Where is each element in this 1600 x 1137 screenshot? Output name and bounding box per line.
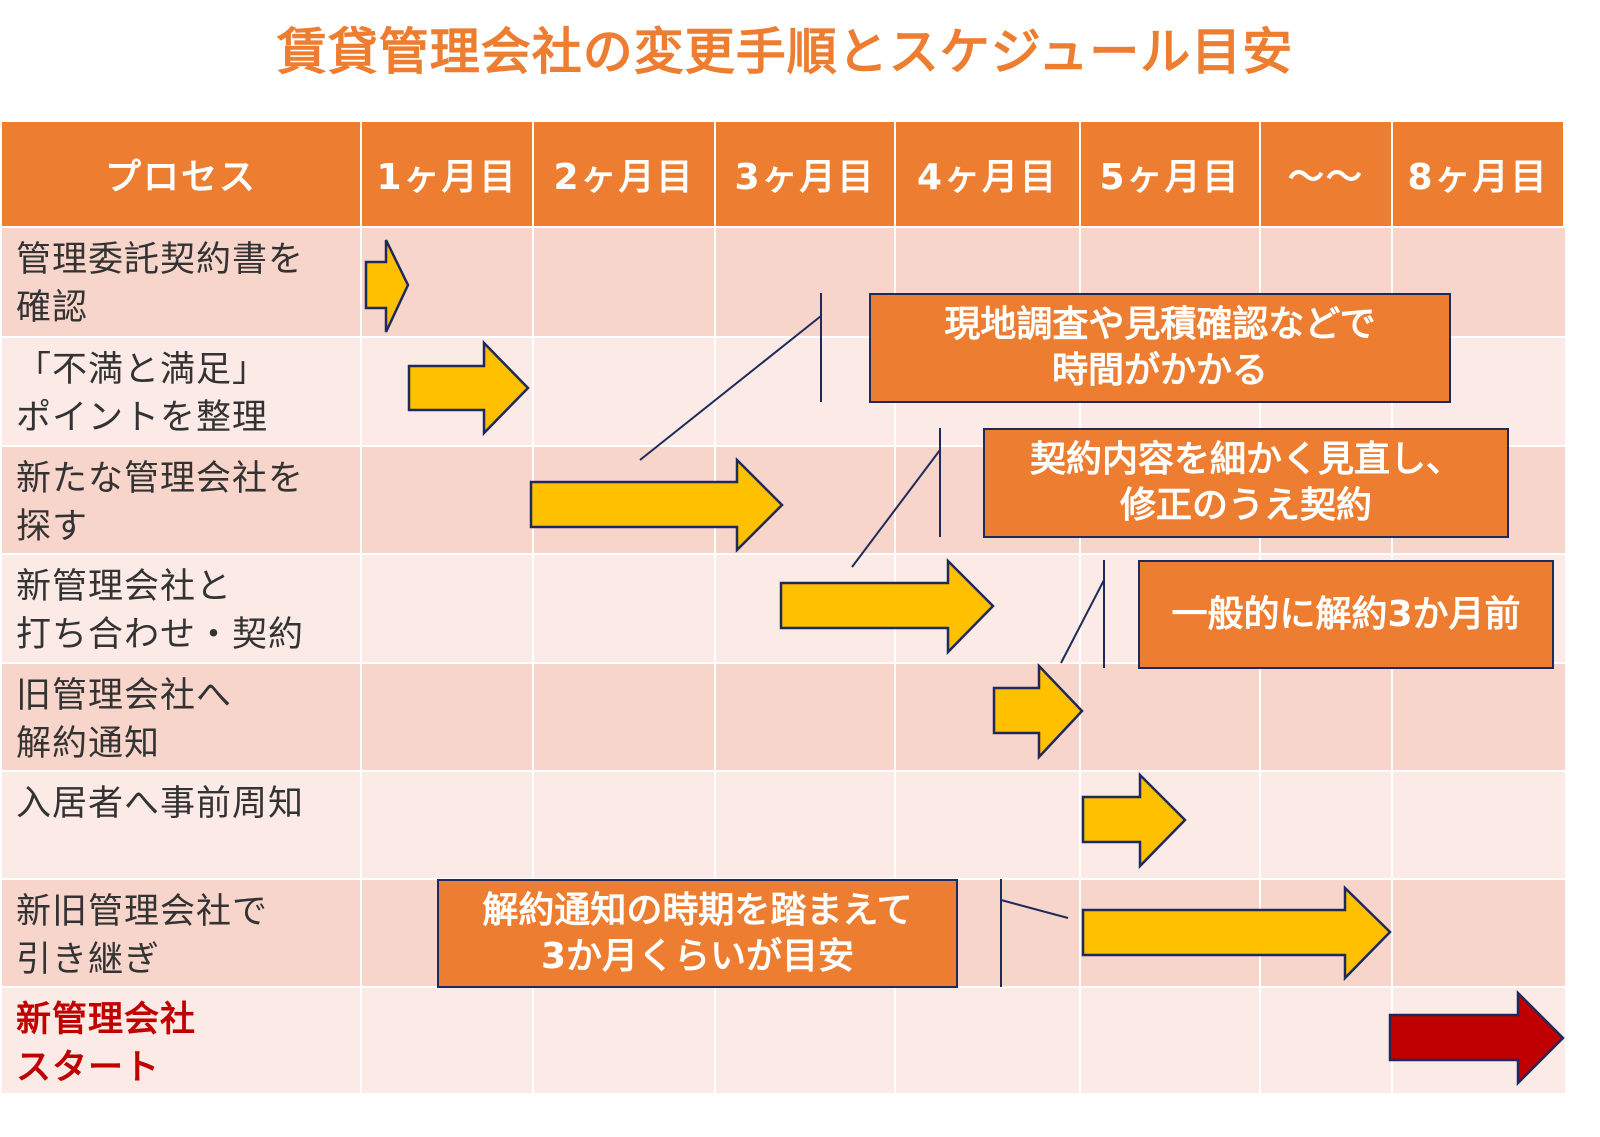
- callout-leader: [851, 449, 941, 568]
- process-label: 入居者へ事前周知: [16, 784, 305, 824]
- process-row: 入居者へ事前周知: [2, 772, 1565, 878]
- header-month-2: 2ヶ月目: [534, 122, 714, 226]
- column-divider: [1079, 664, 1081, 770]
- header-month-4: 4ヶ月目: [896, 122, 1079, 226]
- header-month-5: 5ヶ月目: [1081, 122, 1259, 226]
- column-divider: [1079, 880, 1081, 986]
- column-divider: [1259, 772, 1261, 878]
- column-divider: [1391, 664, 1393, 770]
- column-divider: [360, 338, 362, 445]
- diagram-title: 賃貸管理会社の変更手順とスケジュール目安: [276, 23, 1294, 81]
- arrow-cancel-notice: [992, 662, 1084, 761]
- column-divider: [1259, 988, 1261, 1093]
- callout-handover-period: 解約通知の時期を踏まえて 3か月くらいが目安: [437, 879, 958, 988]
- callout-leader: [639, 315, 822, 461]
- column-divider: [894, 228, 896, 336]
- column-divider: [360, 447, 362, 553]
- arrow-organize-points: [407, 339, 530, 437]
- arrow-tenant-notice: [1081, 771, 1187, 870]
- process-label: 管理委託契約書を 確認: [16, 240, 305, 328]
- process-label: 旧管理会社へ 解約通知: [16, 676, 233, 764]
- column-divider: [532, 555, 534, 662]
- column-divider: [1259, 228, 1261, 336]
- column-divider: [360, 988, 362, 1093]
- column-divider: [1079, 228, 1081, 336]
- column-divider: [360, 880, 362, 986]
- column-divider: [1391, 228, 1393, 336]
- process-row: 旧管理会社へ 解約通知: [2, 664, 1565, 770]
- column-divider: [714, 772, 716, 878]
- header-month-1: 1ヶ月目: [362, 122, 532, 226]
- column-divider: [714, 338, 716, 445]
- process-label: 新旧管理会社で 引き継ぎ: [16, 892, 269, 980]
- process-label: 新管理会社 スタート: [16, 1000, 197, 1088]
- column-divider: [1079, 988, 1081, 1093]
- arrow-confirm-contract: [364, 239, 410, 333]
- process-label: 新たな管理会社を 探す: [16, 459, 305, 547]
- column-divider: [532, 228, 534, 336]
- column-divider: [532, 772, 534, 878]
- column-divider: [360, 228, 362, 336]
- column-divider: [360, 664, 362, 770]
- column-divider: [1079, 772, 1081, 878]
- callout-site-survey: 現地調査や見積確認などで 時間がかかる: [869, 293, 1451, 403]
- column-divider: [894, 988, 896, 1093]
- column-divider: [532, 988, 534, 1093]
- column-divider: [714, 228, 716, 336]
- header-month-7: 8ヶ月目: [1393, 122, 1563, 226]
- process-row: 新管理会社 スタート: [2, 988, 1565, 1093]
- column-divider: [714, 555, 716, 662]
- column-divider: [894, 447, 896, 553]
- callout-leader: [1060, 579, 1105, 664]
- arrow-search-company: [529, 456, 784, 554]
- callout-notice-3months: 一般的に解約3か月前: [1138, 560, 1554, 669]
- callout-review-contract: 契約内容を細かく見直し、 修正のうえ契約: [983, 428, 1509, 538]
- column-divider: [532, 338, 534, 445]
- column-divider: [894, 664, 896, 770]
- column-divider: [1079, 555, 1081, 662]
- column-divider: [1391, 772, 1393, 878]
- column-divider: [1259, 664, 1261, 770]
- column-divider: [360, 772, 362, 878]
- column-divider: [1391, 880, 1393, 986]
- arrow-meeting-contract: [779, 557, 995, 656]
- header-month-3: 3ヶ月目: [716, 122, 894, 226]
- process-label: 「不満と満足」 ポイントを整理: [16, 350, 269, 438]
- column-divider: [714, 988, 716, 1093]
- column-divider: [714, 664, 716, 770]
- column-divider: [360, 555, 362, 662]
- header-month-6: 〜〜: [1261, 122, 1391, 226]
- arrow-new-start: [1388, 989, 1565, 1087]
- column-divider: [894, 772, 896, 878]
- process-label: 新管理会社と 打ち合わせ・契約: [16, 567, 305, 655]
- arrow-handover: [1081, 885, 1392, 982]
- header-process: プロセス: [2, 122, 360, 226]
- column-divider: [532, 664, 534, 770]
- callout-leader: [1000, 899, 1069, 919]
